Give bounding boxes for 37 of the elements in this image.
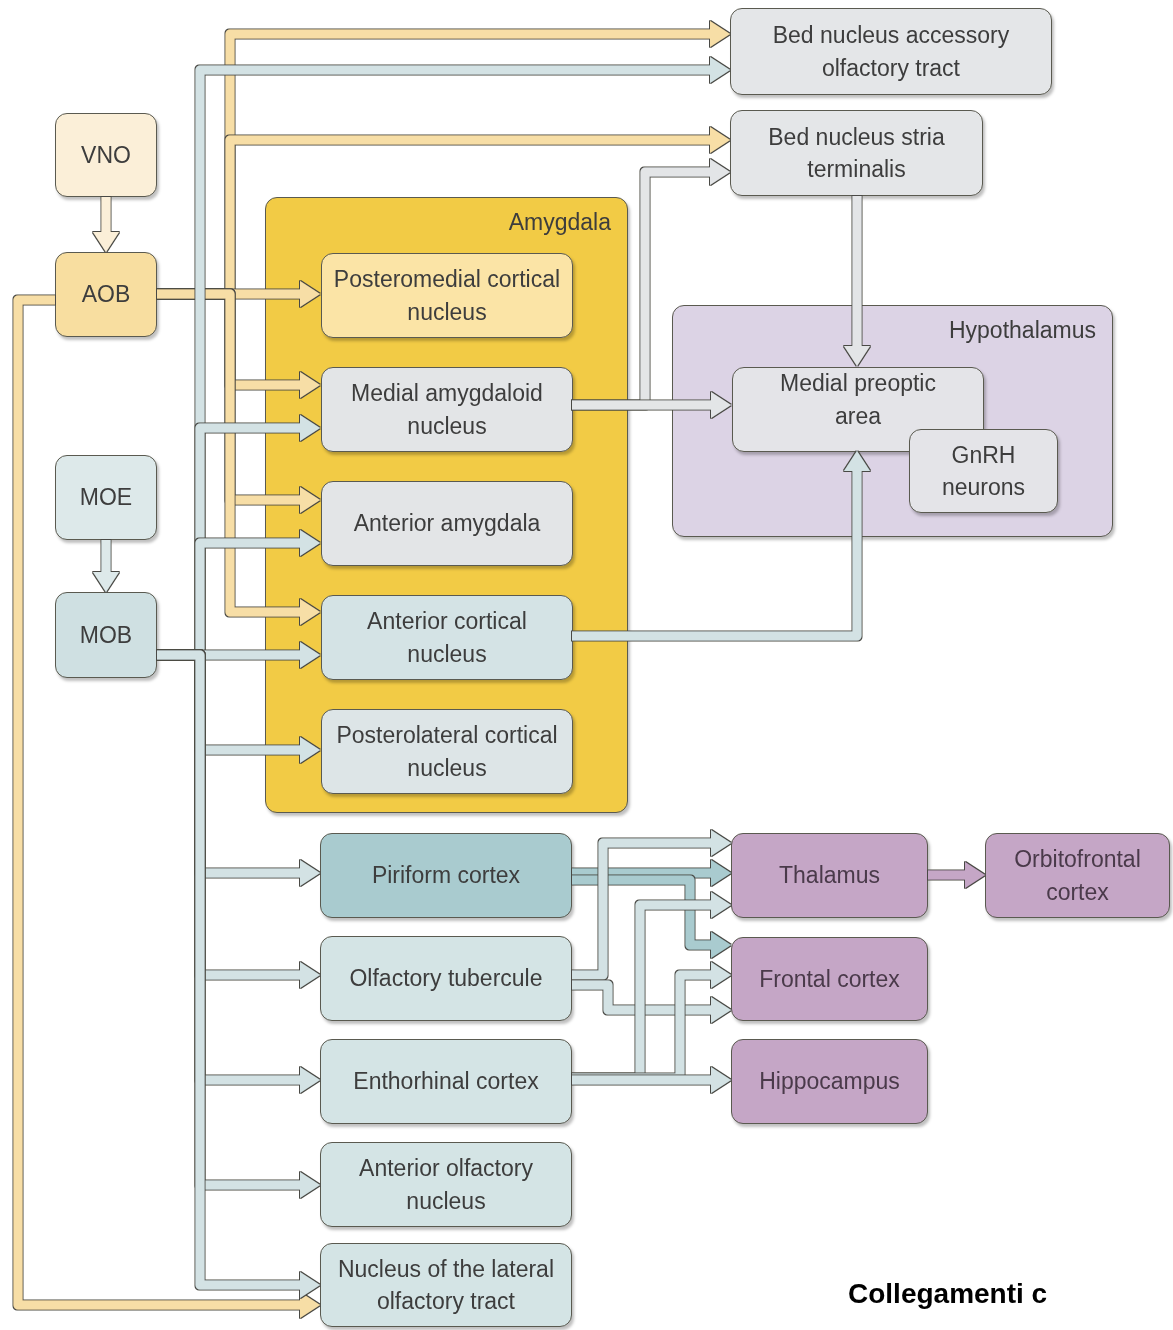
arrow — [572, 875, 731, 958]
brain-region-box: AOB — [55, 252, 157, 337]
brain-region-box: Frontal cortex — [731, 937, 928, 1021]
brain-region-box: Medial amygdaloid nucleus — [321, 367, 573, 452]
arrow — [572, 1067, 731, 1093]
brain-region-box: Anterior olfactory nucleus — [320, 1142, 572, 1227]
arrow — [572, 980, 731, 1023]
brain-region-box: Bed nucleus stria terminalis — [730, 110, 983, 196]
brain-region-box: Anterior cortical nucleus — [321, 595, 573, 680]
brain-region-box: GnRH neurons — [909, 429, 1058, 513]
arrow — [93, 197, 119, 252]
brain-region-box: Posterolateral cortical nucleus — [321, 709, 573, 794]
arrow — [572, 392, 731, 418]
brain-region-box: Thalamus — [731, 833, 928, 918]
arrow — [844, 196, 870, 366]
caption-text: Collegamenti c — [848, 1278, 1048, 1310]
brain-region-box: Hippocampus — [731, 1039, 928, 1124]
arrow — [572, 830, 731, 980]
brain-region-box: Orbitofrontal cortex — [985, 833, 1170, 918]
brain-region-box: Posteromedial cortical nucleus — [321, 253, 573, 338]
brain-region-box: Nucleus of the lateral olfactory tract — [320, 1243, 572, 1327]
brain-region-box: MOE — [55, 455, 157, 540]
brain-region-box: Enthorhinal cortex — [320, 1039, 572, 1124]
brain-region-box: MOB — [55, 592, 157, 678]
brain-region-box: VNO — [55, 113, 157, 197]
brain-region-box: Olfactory tubercule — [320, 936, 572, 1021]
arrow — [572, 860, 731, 886]
region-panel — [672, 305, 1113, 537]
arrow — [928, 862, 985, 888]
region-heading: Hypothalamus — [948, 316, 1096, 345]
region-panel — [265, 197, 628, 813]
region-heading: Amygdala — [508, 208, 611, 237]
brain-region-box: Anterior amygdala — [321, 481, 573, 566]
brain-region-box: Piriform cortex — [320, 833, 572, 918]
arrow — [572, 451, 870, 641]
brain-region-box: Bed nucleus accessory olfactory tract — [730, 8, 1052, 95]
arrow — [93, 540, 119, 592]
